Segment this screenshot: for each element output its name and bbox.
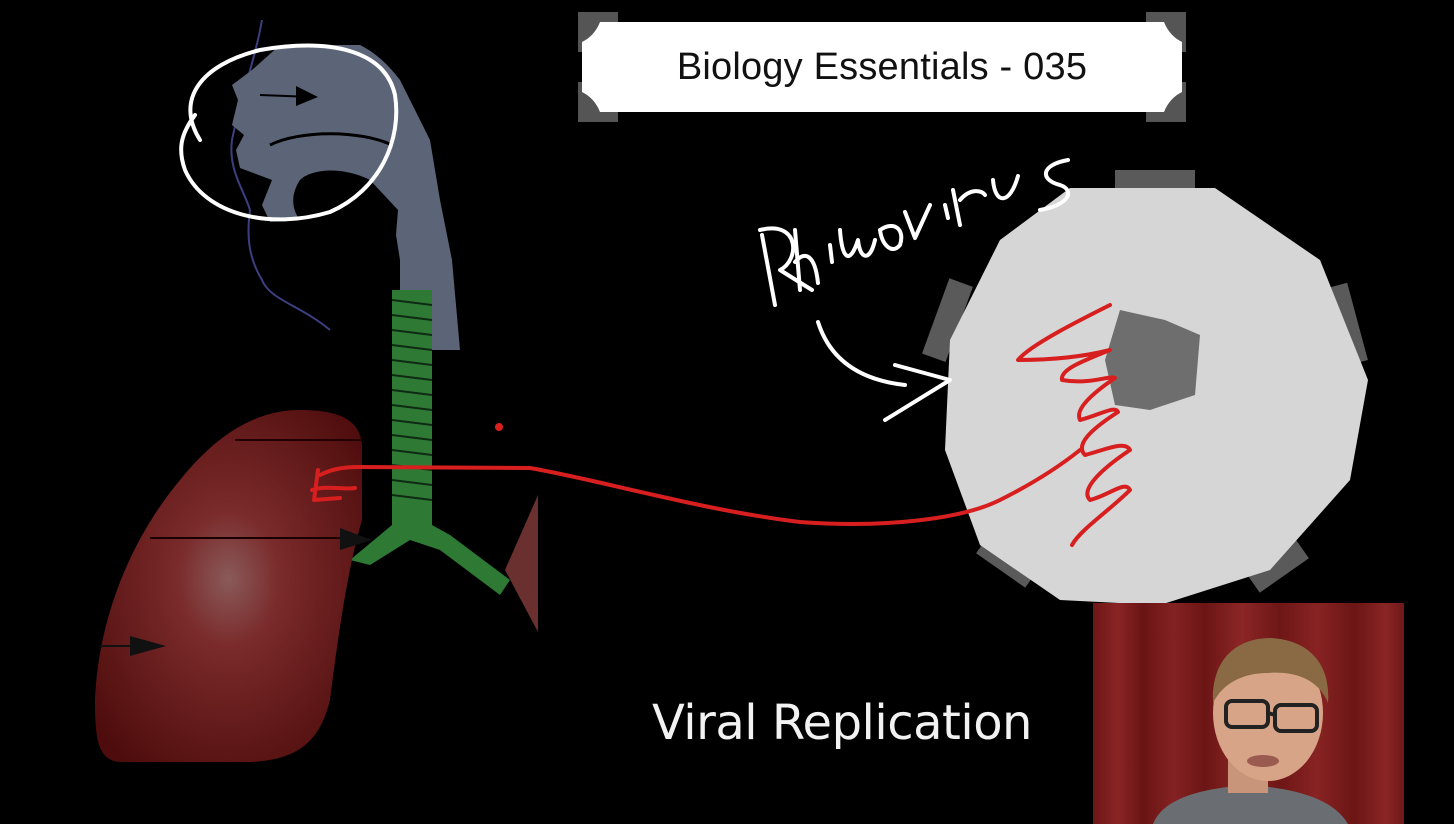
pen-annotations-red <box>310 303 1132 547</box>
series-title-banner: Biology Essentials - 035 <box>578 12 1186 122</box>
presenter-avatar-icon <box>1153 638 1348 824</box>
banner-frame-icon <box>578 12 1186 122</box>
presenter-webcam <box>1093 603 1404 824</box>
series-title: Biology Essentials - 035 <box>676 45 1088 88</box>
slide-subtitle: Viral Replication <box>652 695 1032 751</box>
pen-annotations-white <box>179 43 1071 422</box>
lung-illustration <box>95 410 362 762</box>
upper-airway-illustration <box>230 19 460 350</box>
rhinovirus-capsid-illustration <box>922 170 1368 605</box>
trachea-illustration <box>350 290 538 632</box>
